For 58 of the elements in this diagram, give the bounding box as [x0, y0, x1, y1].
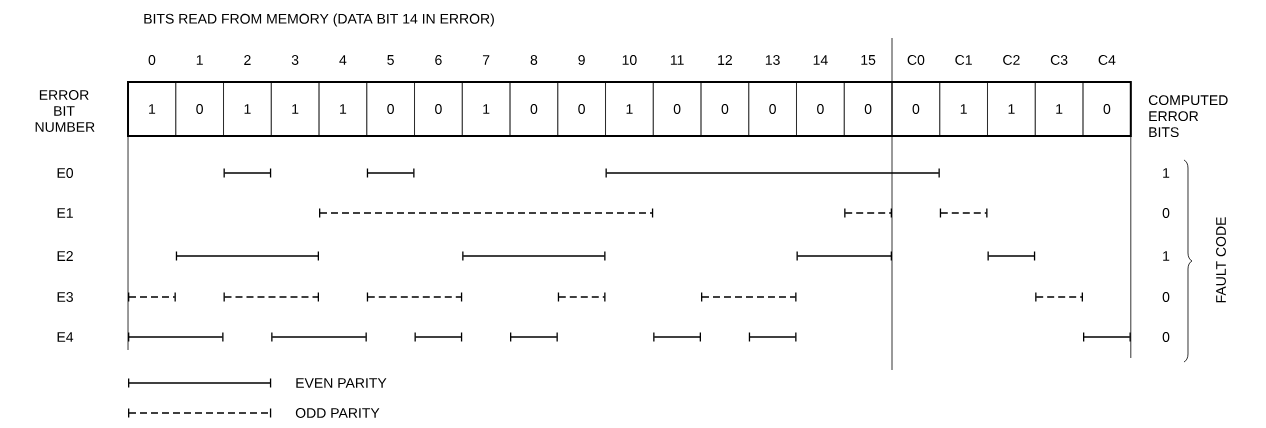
column-number: 2 — [244, 55, 251, 65]
table-cell: 0 — [1082, 81, 1132, 137]
table-cell: 0 — [700, 81, 750, 137]
label: 1 — [149, 104, 156, 114]
column-number: 0 — [148, 55, 156, 65]
table-cell: 0 — [748, 81, 797, 137]
row-label: E3 — [57, 292, 73, 302]
row-label: E1 — [57, 208, 73, 218]
table-cell: 0 — [652, 81, 702, 137]
column-number: 8 — [530, 55, 538, 65]
table-cell: 0 — [414, 81, 463, 137]
column-number: C0 — [907, 55, 925, 65]
column-number: 4 — [339, 55, 347, 65]
table-cell: 1 — [318, 81, 368, 137]
row-label: E2 — [57, 251, 73, 261]
column-number: C4 — [1098, 55, 1116, 65]
table-cell: 0 — [509, 81, 559, 137]
table-cell: 1 — [461, 81, 511, 137]
error-bit-value: 0 — [1162, 208, 1170, 218]
table-cell: 1 — [1034, 81, 1084, 137]
table-cell: 1 — [270, 81, 320, 137]
column-number: 11 — [670, 55, 684, 65]
column-number: C1 — [955, 55, 972, 65]
brace-label: FAULT CODE — [1216, 217, 1226, 303]
column-number: 9 — [578, 55, 585, 65]
row-heading: ERROR BIT NUMBER — [35, 90, 95, 132]
row-label: E0 — [57, 168, 74, 178]
column-heading: COMPUTED ERROR BITS — [1148, 95, 1228, 138]
column-number: 1 — [196, 55, 203, 65]
column-number: 6 — [435, 55, 442, 65]
column-number: C2 — [1003, 55, 1020, 65]
column-number: 14 — [813, 55, 828, 65]
table-cell: 0 — [891, 81, 941, 137]
column-number: 7 — [482, 55, 490, 65]
column-number: 12 — [718, 55, 732, 65]
table-cell: 1 — [605, 81, 654, 137]
table-cell: 0 — [175, 81, 224, 137]
legend-text: ODD PARITY — [295, 408, 380, 418]
column-number: 10 — [622, 55, 637, 65]
table-cell: 0 — [843, 81, 893, 137]
error-bit-value: 0 — [1162, 292, 1170, 302]
column-number: 3 — [291, 55, 299, 65]
error-bit-value: 0 — [1162, 332, 1170, 342]
table-cell: 1 — [223, 81, 272, 137]
table-cell: 1 — [987, 81, 1036, 137]
title: BITS READ FROM MEMORY (DATA BIT 14 IN ERROR) — [144, 13, 494, 27]
row-label: E4 — [57, 332, 74, 342]
table-cell: 1 — [939, 81, 988, 137]
table-cell: 0 — [557, 81, 606, 137]
column-number: 5 — [387, 55, 394, 65]
error-bit-value: 1 — [1163, 168, 1170, 178]
column-number: C3 — [1050, 55, 1068, 65]
table-cell: 0 — [366, 81, 415, 137]
column-number: 15 — [861, 55, 876, 65]
error-bit-value: 1 — [1163, 251, 1170, 261]
legend-text: EVEN PARITY — [296, 378, 387, 388]
column-number: 13 — [765, 55, 780, 65]
table-cell: 0 — [796, 81, 845, 137]
